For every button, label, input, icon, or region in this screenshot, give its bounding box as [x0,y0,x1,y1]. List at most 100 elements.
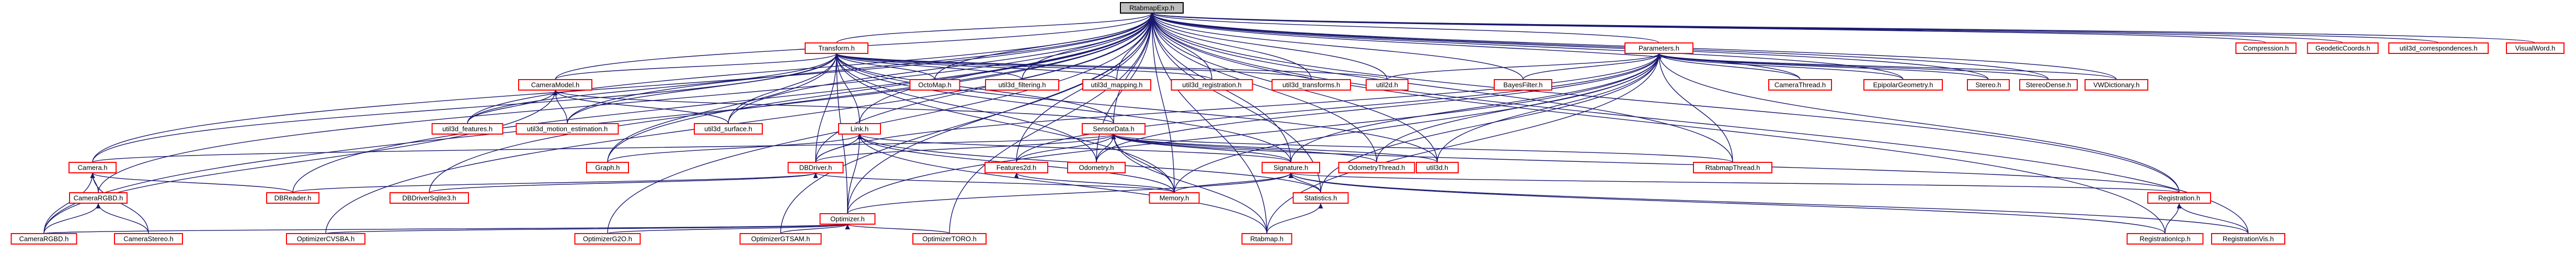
node-label: GeodeticCoords.h [2316,45,2371,52]
dependency-edge [834,53,1097,163]
graph-node[interactable]: DBDriverSqlite3.h [390,192,469,204]
graph-node[interactable]: BayesFilter.h [1494,79,1552,91]
dependency-edge [728,53,839,124]
dependency-edge [292,172,818,193]
graph-node[interactable]: Graph.h [586,162,629,173]
graph-node[interactable]: util3d_surface.h [694,123,763,135]
graph-node[interactable]: RtabmapThread.h [1693,162,1772,173]
graph-node[interactable]: CameraModel.h [518,79,592,91]
graph-node[interactable]: OptimizerCVSBA.h [286,233,365,245]
graph-node[interactable]: util3d_mapping.h [1082,79,1151,91]
dependency-edge [96,203,149,234]
graph-node[interactable]: Odometry.h [1067,162,1126,173]
graph-node[interactable]: util3d_motion_estimation.h [516,123,619,135]
graph-node[interactable]: Registration.h [2147,192,2211,204]
graph-node[interactable]: StereoDense.h [2019,79,2078,91]
graph-node[interactable]: SensorData.h [1082,123,1146,135]
graph-node[interactable]: util3d_correspondences.h [2388,42,2489,54]
dependency-edge [815,134,862,163]
dependency-edge [567,13,1154,124]
node-box [984,162,1048,173]
node-box [1624,42,1693,54]
graph-node[interactable]: util3d_transforms.h [1272,79,1351,91]
node-label: util3d_features.h [442,125,493,133]
dependency-edge [1149,13,1388,80]
dependency-edge [815,134,1116,163]
graph-node[interactable]: util3d_filtering.h [985,79,1059,91]
dependency-edge [429,13,1154,193]
graph-node[interactable]: OptimizerGTSAM.h [739,233,822,245]
node-label: SensorData.h [1093,125,1135,133]
dependency-edge [1656,53,2117,80]
dependency-edge [43,172,95,234]
node-box [805,42,868,54]
dependency-edge [1016,53,1662,163]
graph-node[interactable]: RegistrationVis.h [2211,233,2285,245]
node-label: util2d.h [1376,81,1398,89]
dependency-edge [1522,53,1662,80]
graph-node[interactable]: OdometryThread.h [1338,162,1415,173]
graph-node[interactable]: RtabmapExp.h [1120,2,1184,14]
graph-node[interactable]: OctoMap.h [909,79,960,91]
graph-node[interactable]: Optimizer.h [819,213,876,225]
node-box [694,123,763,135]
graph-node[interactable]: util3d_features.h [431,123,503,135]
dependency-edge [92,53,839,163]
graph-node[interactable]: RegistrationIcp.h [2126,233,2204,245]
node-label: Features2d.h [997,164,1037,172]
graph-node[interactable]: Stereo.h [1967,79,2010,91]
graph-node[interactable]: VisualWord.h [2506,42,2564,54]
graph-node[interactable]: Features2d.h [984,162,1048,173]
dependency-edge [834,53,1291,163]
node-label: CameraRGBD.h [19,235,69,243]
graph-node[interactable]: EpipolarGeometry.h [1863,79,1943,91]
node-label: VisualWord.h [2515,45,2556,52]
graph-node[interactable]: Compression.h [2235,42,2297,54]
dependency-edge [847,172,1293,214]
dependency-edge [90,172,99,193]
graph-node[interactable]: util3d_registration.h [1171,79,1253,91]
node-box [1366,79,1409,91]
node-box [286,233,365,245]
graph-node[interactable]: OptimizerG2O.h [574,233,641,245]
graph-node[interactable]: Signature.h [1262,162,1320,173]
graph-node[interactable]: Parameters.h [1624,42,1693,54]
graph-node[interactable]: Link.h [838,123,881,135]
dependency-edge [1174,172,1293,193]
graph-node[interactable]: util2d.h [1366,79,1409,91]
dependency-edge [2165,203,2182,234]
graph-node[interactable]: Camera.h [68,162,117,173]
graph-node[interactable]: DBReader.h [266,192,319,204]
graph-node[interactable]: CameraStereo.h [114,233,183,245]
dependency-edge [607,53,839,163]
graph-node[interactable]: CameraRGBD.h [69,192,128,204]
graph-node[interactable]: Memory.h [1149,192,1200,204]
graph-node[interactable]: DBDriver.h [787,162,844,173]
dependency-edge [834,53,1114,124]
dependency-edge [555,53,839,80]
graph-node[interactable]: Transform.h [805,42,868,54]
node-box [2147,192,2211,204]
node-box [1338,162,1415,173]
node-box [1082,123,1146,135]
dependency-edge [815,53,1662,163]
dependency-edge [1656,53,1989,80]
graph-node[interactable]: GeodeticCoords.h [2307,42,2379,54]
graph-node[interactable]: CameraThread.h [1768,79,1832,91]
graph-node[interactable]: VWDictionary.h [2085,79,2148,91]
dependency-edge [728,13,1154,124]
dependency-edge [834,53,1117,80]
graph-node[interactable]: Statistics.h [1292,192,1349,204]
node-label: Signature.h [1274,164,1309,172]
node-box [574,233,641,245]
graph-node[interactable]: OptimizerTORO.h [912,233,987,245]
graph-node[interactable]: Rtabmap.h [1241,233,1292,245]
node-label: BayesFilter.h [1503,81,1542,89]
node-box [1262,162,1320,173]
graph-node[interactable]: CameraRGBD.h [10,233,77,245]
node-box [2126,233,2204,245]
graph-node[interactable]: util3d.h [1416,162,1459,173]
dependency-edge [1266,53,1662,234]
node-label: Memory.h [1160,194,1189,202]
dependency-edge [845,224,950,234]
